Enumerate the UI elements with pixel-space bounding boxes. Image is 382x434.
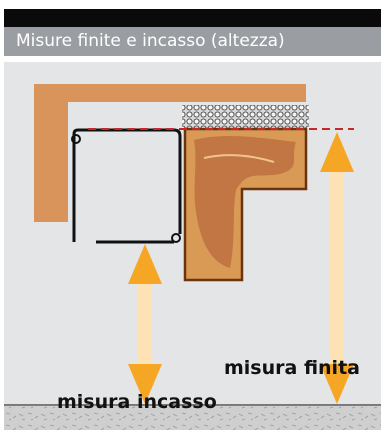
recess-arrow-shaft — [138, 282, 152, 364]
finished-arrow-shaft — [330, 172, 344, 364]
wood-grain-highlight — [203, 154, 275, 163]
wall-ceiling — [34, 84, 306, 222]
recess-arrow-up — [128, 244, 162, 284]
floor — [4, 406, 381, 430]
wood-grain — [194, 136, 296, 268]
recess-arrow-down — [128, 364, 162, 404]
recess-box-corner — [171, 233, 181, 243]
header-black-bar — [4, 9, 381, 27]
recess-box-corner — [71, 134, 81, 144]
diagram-panel: misura finita misura incasso — [4, 62, 381, 430]
finished-measure-label: misura finita — [224, 357, 360, 379]
insulation-strip — [182, 105, 309, 129]
diagram-svg — [4, 62, 381, 430]
finished-arrow-down — [320, 364, 354, 404]
recess-box-outline — [72, 128, 182, 242]
title-bar: Misure finite e incasso (altezza) — [4, 27, 381, 56]
finished-arrow-up — [320, 132, 354, 172]
recess-measure-label: misura incasso — [57, 391, 217, 413]
page-title: Misure finite e incasso (altezza) — [16, 31, 285, 51]
